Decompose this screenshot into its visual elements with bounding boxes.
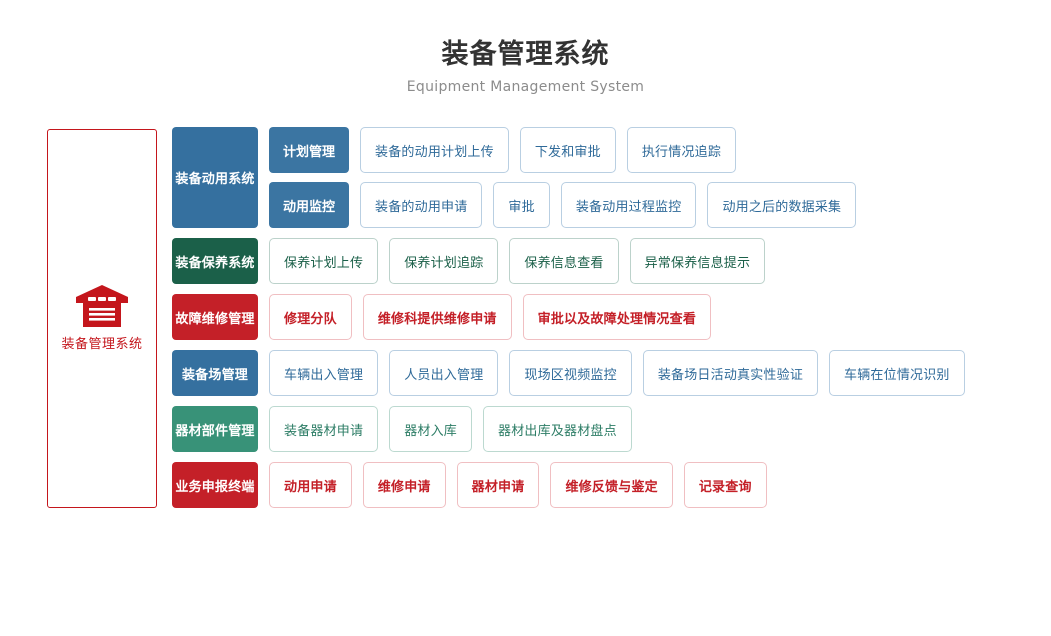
subrow-group: 动用申请维修申请器材申请维修反馈与鉴定记录查询 [269,462,767,508]
category-button[interactable]: 业务申报终端 [172,462,258,508]
module-item-button[interactable]: 审批以及故障处理情况查看 [522,294,712,340]
page-header: 装备管理系统 Equipment Management System [0,38,1051,98]
module-row: 装备动用系统计划管理装备的动用计划上传下发和审批执行情况追踪动用监控装备的动用申… [172,127,965,228]
subrow-group: 车辆出入管理人员出入管理现场区视频监控装备场日活动真实性验证车辆在位情况识别 [269,350,965,396]
module-item-button[interactable]: 执行情况追踪 [626,127,737,173]
category-button[interactable]: 装备保养系统 [172,238,258,284]
module-item-button[interactable]: 装备场日活动真实性验证 [642,350,819,396]
module-item-button[interactable]: 装备的动用计划上传 [360,127,509,173]
category-button[interactable]: 故障维修管理 [172,294,258,340]
category-button[interactable]: 装备场管理 [172,350,258,396]
module-subrow: 装备器材申请器材入库器材出库及器材盘点 [269,406,632,452]
module-row: 故障维修管理修理分队维修科提供维修申请审批以及故障处理情况查看 [172,294,965,340]
module-item-button[interactable]: 器材入库 [389,406,473,452]
module-item-list: 装备的动用申请审批装备动用过程监控动用之后的数据采集 [360,182,857,228]
module-item-button[interactable]: 装备动用过程监控 [560,182,697,228]
subrow-group: 修理分队维修科提供维修申请审批以及故障处理情况查看 [269,294,712,340]
module-subrow: 车辆出入管理人员出入管理现场区视频监控装备场日活动真实性验证车辆在位情况识别 [269,350,965,396]
subrow-group: 保养计划上传保养计划追踪保养信息查看异常保养信息提示 [269,238,766,284]
module-subrow: 修理分队维修科提供维修申请审批以及故障处理情况查看 [269,294,712,340]
module-item-button[interactable]: 装备的动用申请 [360,182,483,228]
module-item-button[interactable]: 维修反馈与鉴定 [550,462,673,508]
module-item-button[interactable]: 维修科提供维修申请 [362,294,512,340]
subcategory-button[interactable]: 动用监控 [269,182,350,228]
subrow-group: 计划管理装备的动用计划上传下发和审批执行情况追踪动用监控装备的动用申请审批装备动… [269,127,857,228]
subcategory-button[interactable]: 计划管理 [269,127,350,173]
module-item-button[interactable]: 审批 [493,182,550,228]
module-subrow: 动用监控装备的动用申请审批装备动用过程监控动用之后的数据采集 [269,182,857,228]
system-root-label: 装备管理系统 [61,337,143,352]
module-item-list: 保养计划上传保养计划追踪保养信息查看异常保养信息提示 [269,238,766,284]
module-item-button[interactable]: 车辆出入管理 [269,350,379,396]
module-item-button[interactable]: 修理分队 [269,294,352,340]
module-item-button[interactable]: 现场区视频监控 [509,350,632,396]
page-title: 装备管理系统 [441,39,610,70]
module-item-button[interactable]: 车辆在位情况识别 [829,350,965,396]
module-item-button[interactable]: 异常保养信息提示 [629,238,766,284]
module-row: 器材部件管理装备器材申请器材入库器材出库及器材盘点 [172,406,965,452]
module-item-button[interactable]: 器材申请 [456,462,540,508]
module-item-button[interactable]: 装备器材申请 [269,406,379,452]
module-subrow: 动用申请维修申请器材申请维修反馈与鉴定记录查询 [269,462,767,508]
warehouse-icon [76,285,128,327]
module-row: 业务申报终端动用申请维修申请器材申请维修反馈与鉴定记录查询 [172,462,965,508]
module-item-button[interactable]: 器材出库及器材盘点 [483,406,632,452]
module-item-button[interactable]: 下发和审批 [519,127,616,173]
module-item-list: 装备器材申请器材入库器材出库及器材盘点 [269,406,632,452]
page-subtitle: Equipment Management System [406,79,645,95]
module-row: 装备保养系统保养计划上传保养计划追踪保养信息查看异常保养信息提示 [172,238,965,284]
module-item-button[interactable]: 动用申请 [269,462,352,508]
module-row: 装备场管理车辆出入管理人员出入管理现场区视频监控装备场日活动真实性验证车辆在位情… [172,350,965,396]
module-subrow: 计划管理装备的动用计划上传下发和审批执行情况追踪 [269,127,856,173]
subrow-group: 装备器材申请器材入库器材出库及器材盘点 [269,406,632,452]
module-item-list: 动用申请维修申请器材申请维修反馈与鉴定记录查询 [269,462,767,508]
module-item-list: 车辆出入管理人员出入管理现场区视频监控装备场日活动真实性验证车辆在位情况识别 [269,350,965,396]
module-item-button[interactable]: 动用之后的数据采集 [707,182,857,228]
system-root-panel[interactable]: 装备管理系统 [47,129,157,508]
module-item-list: 修理分队维修科提供维修申请审批以及故障处理情况查看 [269,294,712,340]
category-button[interactable]: 器材部件管理 [172,406,258,452]
module-subrow: 保养计划上传保养计划追踪保养信息查看异常保养信息提示 [269,238,766,284]
module-item-button[interactable]: 维修申请 [362,462,446,508]
module-grid: 装备动用系统计划管理装备的动用计划上传下发和审批执行情况追踪动用监控装备的动用申… [172,127,965,518]
category-button[interactable]: 装备动用系统 [172,127,258,228]
module-item-list: 装备的动用计划上传下发和审批执行情况追踪 [360,127,737,173]
module-item-button[interactable]: 记录查询 [683,462,767,508]
module-item-button[interactable]: 保养计划上传 [269,238,379,284]
module-item-button[interactable]: 保养计划追踪 [389,238,499,284]
module-item-button[interactable]: 人员出入管理 [389,350,499,396]
module-item-button[interactable]: 保养信息查看 [509,238,619,284]
